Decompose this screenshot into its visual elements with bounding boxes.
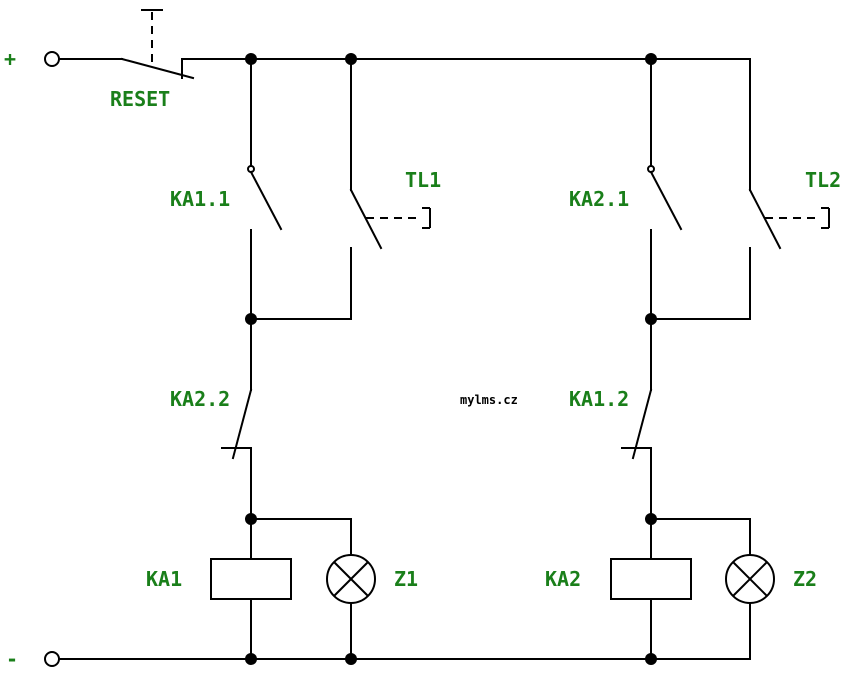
right-branch-wires [650, 58, 751, 660]
ka1-1-contact [247, 165, 283, 231]
ka1-2-contact [621, 388, 653, 460]
tl1-pushbutton [349, 188, 431, 250]
reset-switch [120, 9, 195, 80]
ka2-1-label: KA2.1 [569, 187, 629, 211]
ka1-2-label: KA1.2 [569, 387, 629, 411]
minus-label: - [6, 647, 18, 671]
reset-label: RESET [110, 87, 170, 111]
z1-label: Z1 [394, 567, 418, 591]
minus-terminal [44, 651, 60, 667]
ka1-1-label: KA1.1 [170, 187, 230, 211]
ka1-coil [210, 558, 292, 600]
z2-label: Z2 [793, 567, 817, 591]
ka2-label: KA2 [545, 567, 581, 591]
ka2-2-contact [221, 388, 253, 460]
ka2-2-label: KA2.2 [170, 387, 230, 411]
watermark-text: mylms.cz [460, 393, 518, 407]
tl1-label: TL1 [405, 168, 441, 192]
plus-label: + [4, 47, 16, 71]
ka1-label: KA1 [146, 567, 182, 591]
ka2-coil [610, 558, 692, 600]
plus-terminal [44, 51, 60, 67]
tl2-pushbutton [748, 188, 830, 250]
left-branch-wires [250, 58, 352, 660]
ka2-1-contact [647, 165, 683, 231]
tl2-label: TL2 [805, 168, 841, 192]
z2-lamp [725, 554, 775, 604]
junction-nodes [245, 53, 657, 665]
z1-lamp [326, 554, 376, 604]
